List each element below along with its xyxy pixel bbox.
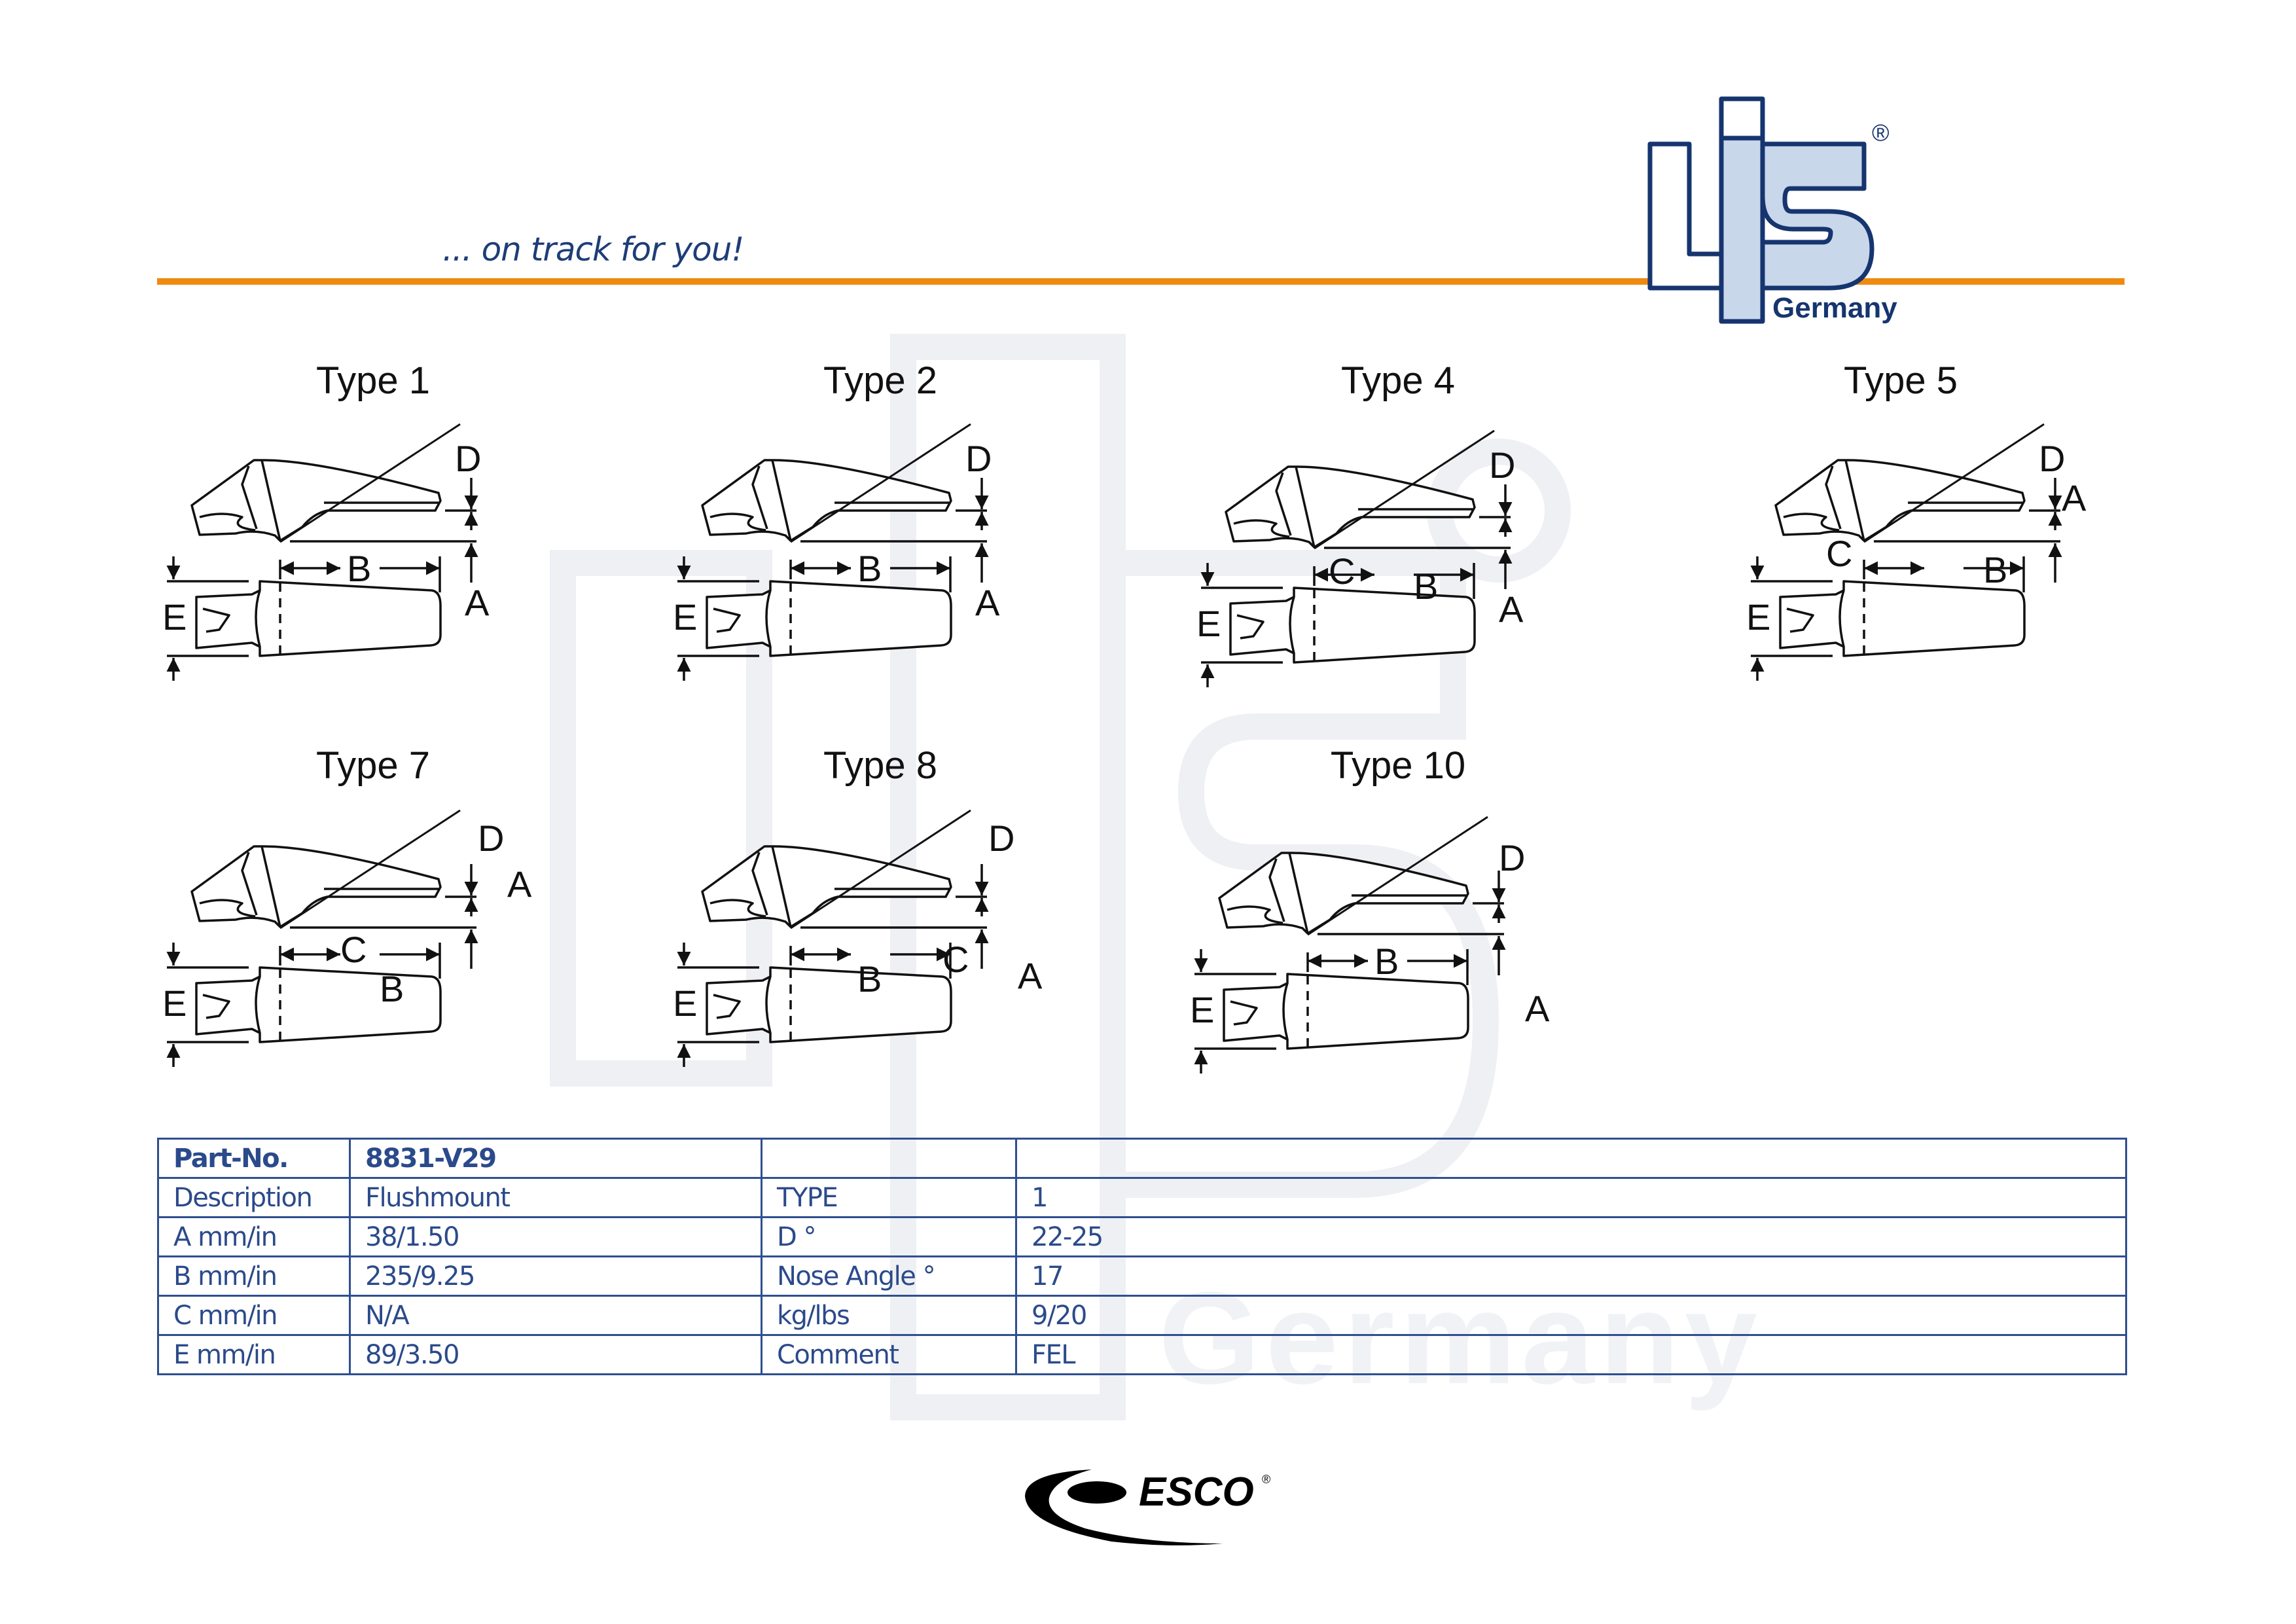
type-7-diagram: D A B C E <box>162 805 532 1100</box>
table-row: Description Flushmount TYPE 1 <box>157 1177 2127 1218</box>
row-value-2: 1 <box>1015 1177 2127 1218</box>
label-c: C <box>1826 533 1852 574</box>
row-label-2: kg/lbs <box>761 1295 1017 1336</box>
label-b: B <box>1983 549 2007 590</box>
type-8-title: Type 8 <box>823 744 938 787</box>
row-value-2: 9/20 <box>1015 1295 2127 1336</box>
row-value-2: 17 <box>1015 1255 2127 1297</box>
label-a: A <box>507 863 532 905</box>
type-5-title: Type 5 <box>1843 359 1958 402</box>
label-a: A <box>2062 477 2087 518</box>
label-c: C <box>942 939 969 980</box>
label-a: A <box>975 582 1000 623</box>
tagline: ... on track for you! <box>442 230 744 268</box>
label-d: D <box>1489 444 1515 486</box>
lis-germany-logo: ® Germany <box>1647 96 1897 324</box>
row-value: 38/1.50 <box>349 1216 762 1257</box>
table-row: B mm/in 235/9.25 Nose Angle ° 17 <box>157 1255 2127 1297</box>
row-value: Flushmount <box>349 1177 762 1218</box>
row-label: Part-No. <box>157 1138 351 1179</box>
row-label-2 <box>761 1138 1017 1179</box>
type-2-title: Type 2 <box>823 359 938 402</box>
row-label: E mm/in <box>157 1334 351 1375</box>
spec-table: Part-No. 8831-V29 Description Flushmount… <box>157 1138 2127 1375</box>
table-row: C mm/in N/A kg/lbs 9/20 <box>157 1295 2127 1336</box>
label-c: C <box>340 929 367 970</box>
row-label: Description <box>157 1177 351 1218</box>
label-b: B <box>1374 941 1399 982</box>
label-c: C <box>1329 550 1355 592</box>
esco-logo: ESCO ® <box>1025 1470 1270 1545</box>
table-row: E mm/in 89/3.50 Comment FEL <box>157 1334 2127 1375</box>
type-1-title: Type 1 <box>315 359 431 402</box>
label-b: B <box>380 968 404 1009</box>
registered-mark: ® <box>1872 119 1890 146</box>
type-4-title: Type 4 <box>1340 359 1456 402</box>
row-value: 8831-V29 <box>349 1138 762 1179</box>
label-e: E <box>162 983 187 1024</box>
label-b: B <box>347 548 371 589</box>
esco-registered-mark: ® <box>1262 1473 1270 1486</box>
type-7-title: Type 7 <box>315 744 431 787</box>
row-value-2 <box>1015 1138 2127 1179</box>
label-b: B <box>1414 566 1438 607</box>
type-5-diagram: D A B C E <box>1746 419 2087 713</box>
logo-germany-text: Germany <box>1772 292 1897 324</box>
label-d: D <box>965 438 992 479</box>
type-10-diagram: D A B E <box>1190 812 1550 1106</box>
row-label: C mm/in <box>157 1295 351 1336</box>
lis-watermark <box>550 334 1571 1420</box>
type-2-diagram: D A B E <box>673 419 1000 713</box>
label-a: A <box>1525 988 1550 1029</box>
label-d: D <box>478 818 504 859</box>
label-e: E <box>673 596 697 638</box>
row-label: B mm/in <box>157 1255 351 1297</box>
label-d: D <box>455 438 481 479</box>
row-label-2: TYPE <box>761 1177 1017 1218</box>
table-row: Part-No. 8831-V29 <box>157 1138 2127 1179</box>
row-value-2: 22-25 <box>1015 1216 2127 1257</box>
row-label-2: Comment <box>761 1334 1017 1375</box>
row-value: 235/9.25 <box>349 1255 762 1297</box>
label-e: E <box>1196 603 1221 644</box>
table-row: A mm/in 38/1.50 D ° 22-25 <box>157 1216 2127 1257</box>
esco-wordmark: ESCO <box>1139 1470 1254 1515</box>
type-8-diagram: D A B C E <box>673 805 1043 1100</box>
label-d: D <box>988 818 1014 859</box>
row-value: N/A <box>349 1295 762 1336</box>
row-label-2: Nose Angle ° <box>761 1255 1017 1297</box>
label-a: A <box>465 582 490 623</box>
row-label-2: D ° <box>761 1216 1017 1257</box>
label-a: A <box>1018 955 1043 996</box>
type-10-title: Type 10 <box>1330 744 1466 787</box>
label-e: E <box>673 983 697 1024</box>
label-e: E <box>1746 596 1770 638</box>
label-d: D <box>2039 438 2065 479</box>
row-label: A mm/in <box>157 1216 351 1257</box>
row-value-2: FEL <box>1015 1334 2127 1375</box>
label-b: B <box>857 958 882 1000</box>
label-e: E <box>1190 989 1214 1030</box>
type-1-diagram: D A B E <box>162 419 490 713</box>
label-e: E <box>162 596 187 638</box>
label-d: D <box>1499 837 1525 878</box>
type-4-diagram: D A B C E <box>1196 425 1524 720</box>
label-b: B <box>857 548 882 589</box>
row-value: 89/3.50 <box>349 1334 762 1375</box>
label-a: A <box>1499 588 1524 630</box>
header-rule <box>157 278 2125 285</box>
